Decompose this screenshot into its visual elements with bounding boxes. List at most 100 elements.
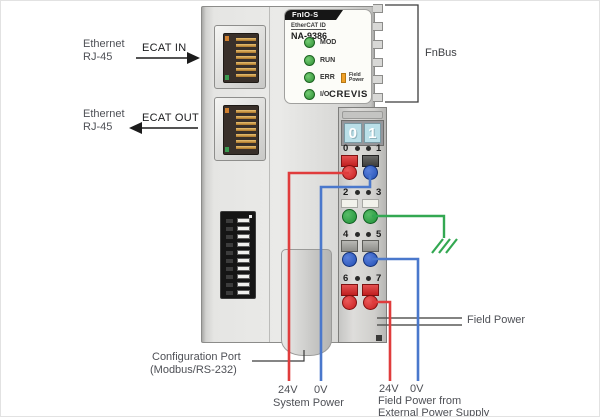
dip-switch [237, 274, 250, 279]
terminal-screw-dot [355, 232, 360, 237]
terminal-number: 7 [376, 273, 382, 284]
terminal-number: 6 [343, 273, 349, 284]
module-top-clip [342, 111, 383, 119]
field-power-contacts [377, 317, 462, 326]
terminal-screw-dot [366, 190, 371, 195]
rj45-pin [236, 44, 256, 47]
rj45-pin [236, 68, 256, 71]
brand-logo: CREVIS [329, 89, 368, 100]
err-led [304, 72, 315, 83]
terminal-number: 2 [343, 187, 349, 198]
terminal-slot-white [362, 199, 379, 208]
led-green-tick [225, 75, 229, 80]
dip-slot [226, 291, 233, 295]
field-led-line2: Power [349, 77, 365, 83]
field-power-led-label: Field Power [349, 73, 364, 83]
dip-slot [226, 227, 233, 231]
rj45-pin [236, 110, 256, 113]
front-label-panel: FnIO-S EtherCAT ID NA-9386 MOD RUN ERR I… [284, 9, 372, 104]
rj45-opening [223, 105, 259, 155]
field-led-line1: Field [349, 72, 361, 78]
rj45-pin [236, 62, 256, 65]
rj45-pin [236, 116, 256, 119]
dip-switch [237, 258, 250, 263]
terminal-number: 0 [343, 143, 349, 154]
dip-indicator [249, 215, 252, 218]
ethercat-id-label: EtherCAT ID [291, 23, 326, 30]
rj45-port-ecat-in [214, 25, 266, 89]
body-seam [269, 7, 270, 342]
fnbus-label: FnBus [425, 47, 457, 59]
terminal-contact-red [342, 295, 357, 310]
terminal-number: 3 [376, 187, 382, 198]
rj45-pin [236, 122, 256, 125]
terminal-screw-dot [366, 146, 371, 151]
fnbus-bracket [385, 4, 419, 103]
dip-slot [226, 251, 233, 255]
rj45-pin [236, 38, 256, 41]
dip-switch [237, 218, 250, 223]
mod-led-label: MOD [320, 39, 337, 46]
dip-slot [226, 235, 233, 239]
rj45-pin [236, 74, 256, 77]
rj45-pin [236, 128, 256, 131]
model-number: NA-9386 [291, 31, 328, 41]
terminal-screw-dot [355, 146, 360, 151]
rj45-opening [223, 33, 259, 83]
dip-slot [226, 275, 233, 279]
ecat-in-label: ECAT IN [142, 42, 187, 54]
rj45-pin [236, 56, 256, 59]
terminal-contact-red [342, 165, 357, 180]
rj45-pin [236, 134, 256, 137]
terminal-screw-dot [355, 190, 360, 195]
rj45-pin [236, 140, 256, 143]
fnbus-tooth [373, 93, 383, 102]
field-power-label: Field Power [467, 314, 526, 326]
rj45-pin [236, 146, 256, 149]
dip-switch [237, 266, 250, 271]
rj45-port-ecat-out [214, 97, 266, 161]
dip-switch [237, 234, 250, 239]
system-0v-label: 0V [314, 384, 328, 396]
dip-switch [237, 282, 250, 287]
field-0v-label: 0V [410, 383, 424, 395]
run-led-label: RUN [320, 57, 336, 64]
err-led-label: ERR [320, 74, 335, 81]
terminal-slot-gray [341, 240, 358, 252]
dip-slot [226, 283, 233, 287]
external-supply-caption: External Power Supply [378, 407, 490, 417]
dip-slot [226, 259, 233, 263]
ethernet-out-line1: Ethernet [83, 108, 125, 120]
fnbus-tooth [373, 75, 383, 84]
terminal-slot-gray [362, 240, 379, 252]
led-green-tick [225, 147, 229, 152]
terminal-contact-blue [363, 165, 378, 180]
system-power-caption: System Power [273, 397, 344, 409]
led-orange-tick [225, 36, 229, 41]
ecat-out-label: ECAT OUT [142, 112, 199, 124]
dip-switch-block [220, 211, 256, 299]
field-power-from-caption: Field Power from [378, 395, 462, 407]
dip-switch [237, 242, 250, 247]
config-port-label: Configuration Port [152, 351, 241, 363]
terminal-number: 1 [376, 143, 382, 154]
terminal-screw-dot [366, 276, 371, 281]
system-24v-label: 24V [278, 384, 298, 396]
io-led [304, 89, 315, 100]
field-power-led [341, 73, 346, 83]
io-led-label: I/O [320, 91, 330, 98]
fnbus-tooth [373, 22, 383, 31]
field-24v-label: 24V [379, 383, 399, 395]
module-foot [376, 335, 382, 341]
ethernet-out-label: Ethernet RJ-45 [83, 108, 125, 134]
node-address-digit: 1 [363, 123, 381, 143]
series-header: FnIO-S [285, 10, 343, 20]
terminal-contact-green [342, 209, 357, 224]
terminal-module: 0 1 0 1 2 3 4 5 6 7 [338, 107, 387, 343]
terminal-contact-blue [363, 252, 378, 267]
mod-led [304, 37, 315, 48]
terminal-number: 4 [343, 229, 349, 240]
terminal-contact-red [363, 295, 378, 310]
fnbus-tooth [373, 4, 383, 13]
